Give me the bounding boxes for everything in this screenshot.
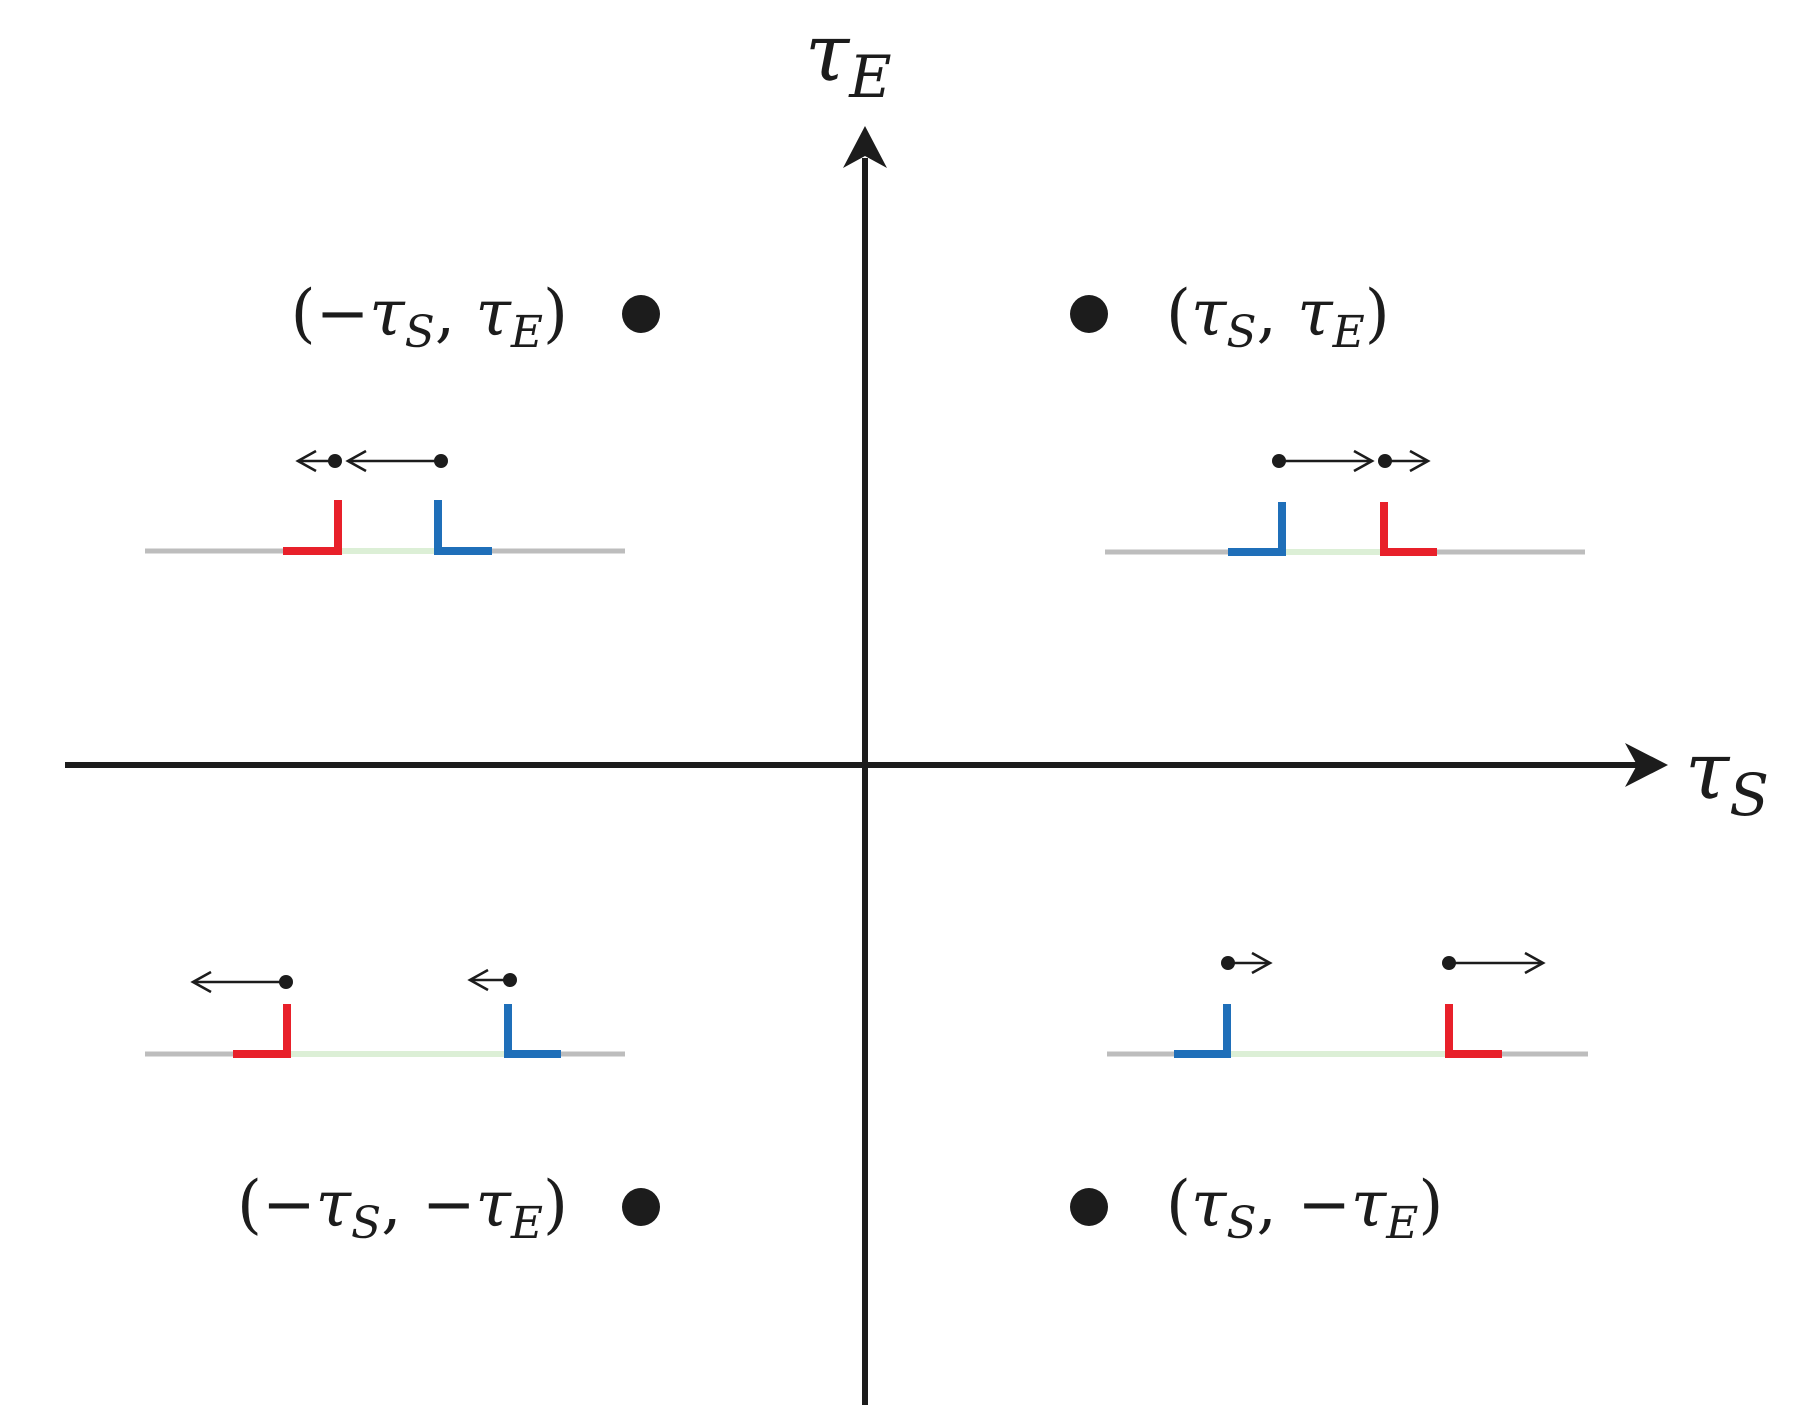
coordinate-label-bottom-left: (−τS, −τE) [237, 1168, 568, 1249]
quadrant-top-left: (−τS, τE) [145, 277, 660, 555]
y-axis-arrowhead [843, 126, 887, 168]
end-marker-red [1445, 1004, 1502, 1058]
arrow-head [1353, 449, 1375, 473]
arrow-head [1251, 951, 1273, 975]
quadrant-top-right: (τS, τE) [1070, 277, 1585, 556]
shift-arrow-end [345, 449, 448, 473]
timeline-top-left [145, 449, 625, 555]
quadrant-point-bottom-right [1070, 1188, 1108, 1226]
shift-arrow-start [190, 970, 293, 994]
arrow-head [190, 970, 212, 994]
quadrant-point-bottom-left [622, 1188, 660, 1226]
x-axis-symbol: τ [1685, 724, 1731, 817]
timeline-bottom-right [1107, 951, 1588, 1058]
quadrant-point-top-left [622, 295, 660, 333]
end-marker-blue [434, 500, 492, 555]
y-axis-symbol: τ [805, 6, 851, 99]
timeline-bottom-left [145, 968, 625, 1058]
start-marker-blue [1228, 502, 1286, 556]
axes [65, 126, 1668, 1405]
arrow-head [295, 449, 317, 473]
x-axis-subscript: S [1729, 761, 1769, 829]
quadrant-bottom-right: (τS, −τE) [1070, 951, 1588, 1249]
shift-arrow-end [1378, 449, 1431, 473]
start-marker-red [233, 1004, 291, 1058]
y-axis-label: τE [805, 6, 892, 111]
end-marker-red [1380, 502, 1437, 556]
start-marker-blue [1174, 1004, 1231, 1058]
start-marker-red [283, 500, 342, 555]
arrow-head [345, 449, 367, 473]
shift-arrow-end [467, 968, 517, 992]
timeline-top-right [1105, 449, 1585, 556]
arrow-head [1524, 951, 1546, 975]
shift-arrow-start [1272, 449, 1375, 473]
arrow-head [1409, 449, 1431, 473]
quadrant-bottom-left: (−τS, −τE) [145, 968, 660, 1249]
x-axis-arrowhead [1625, 743, 1668, 787]
coordinate-label-bottom-right: (τS, −τE) [1166, 1168, 1443, 1249]
quadrant-point-top-right [1070, 295, 1108, 333]
coordinate-label-top-left: (−τS, τE) [291, 277, 568, 358]
y-axis-subscript: E [848, 43, 891, 111]
shift-arrow-start [1221, 951, 1273, 975]
shift-arrow-start [295, 449, 342, 473]
coordinate-label-top-right: (τS, τE) [1166, 277, 1390, 358]
x-axis-label: τS [1685, 724, 1769, 829]
shift-arrow-end [1442, 951, 1546, 975]
end-marker-blue [504, 1004, 561, 1058]
arrow-head [467, 968, 489, 992]
